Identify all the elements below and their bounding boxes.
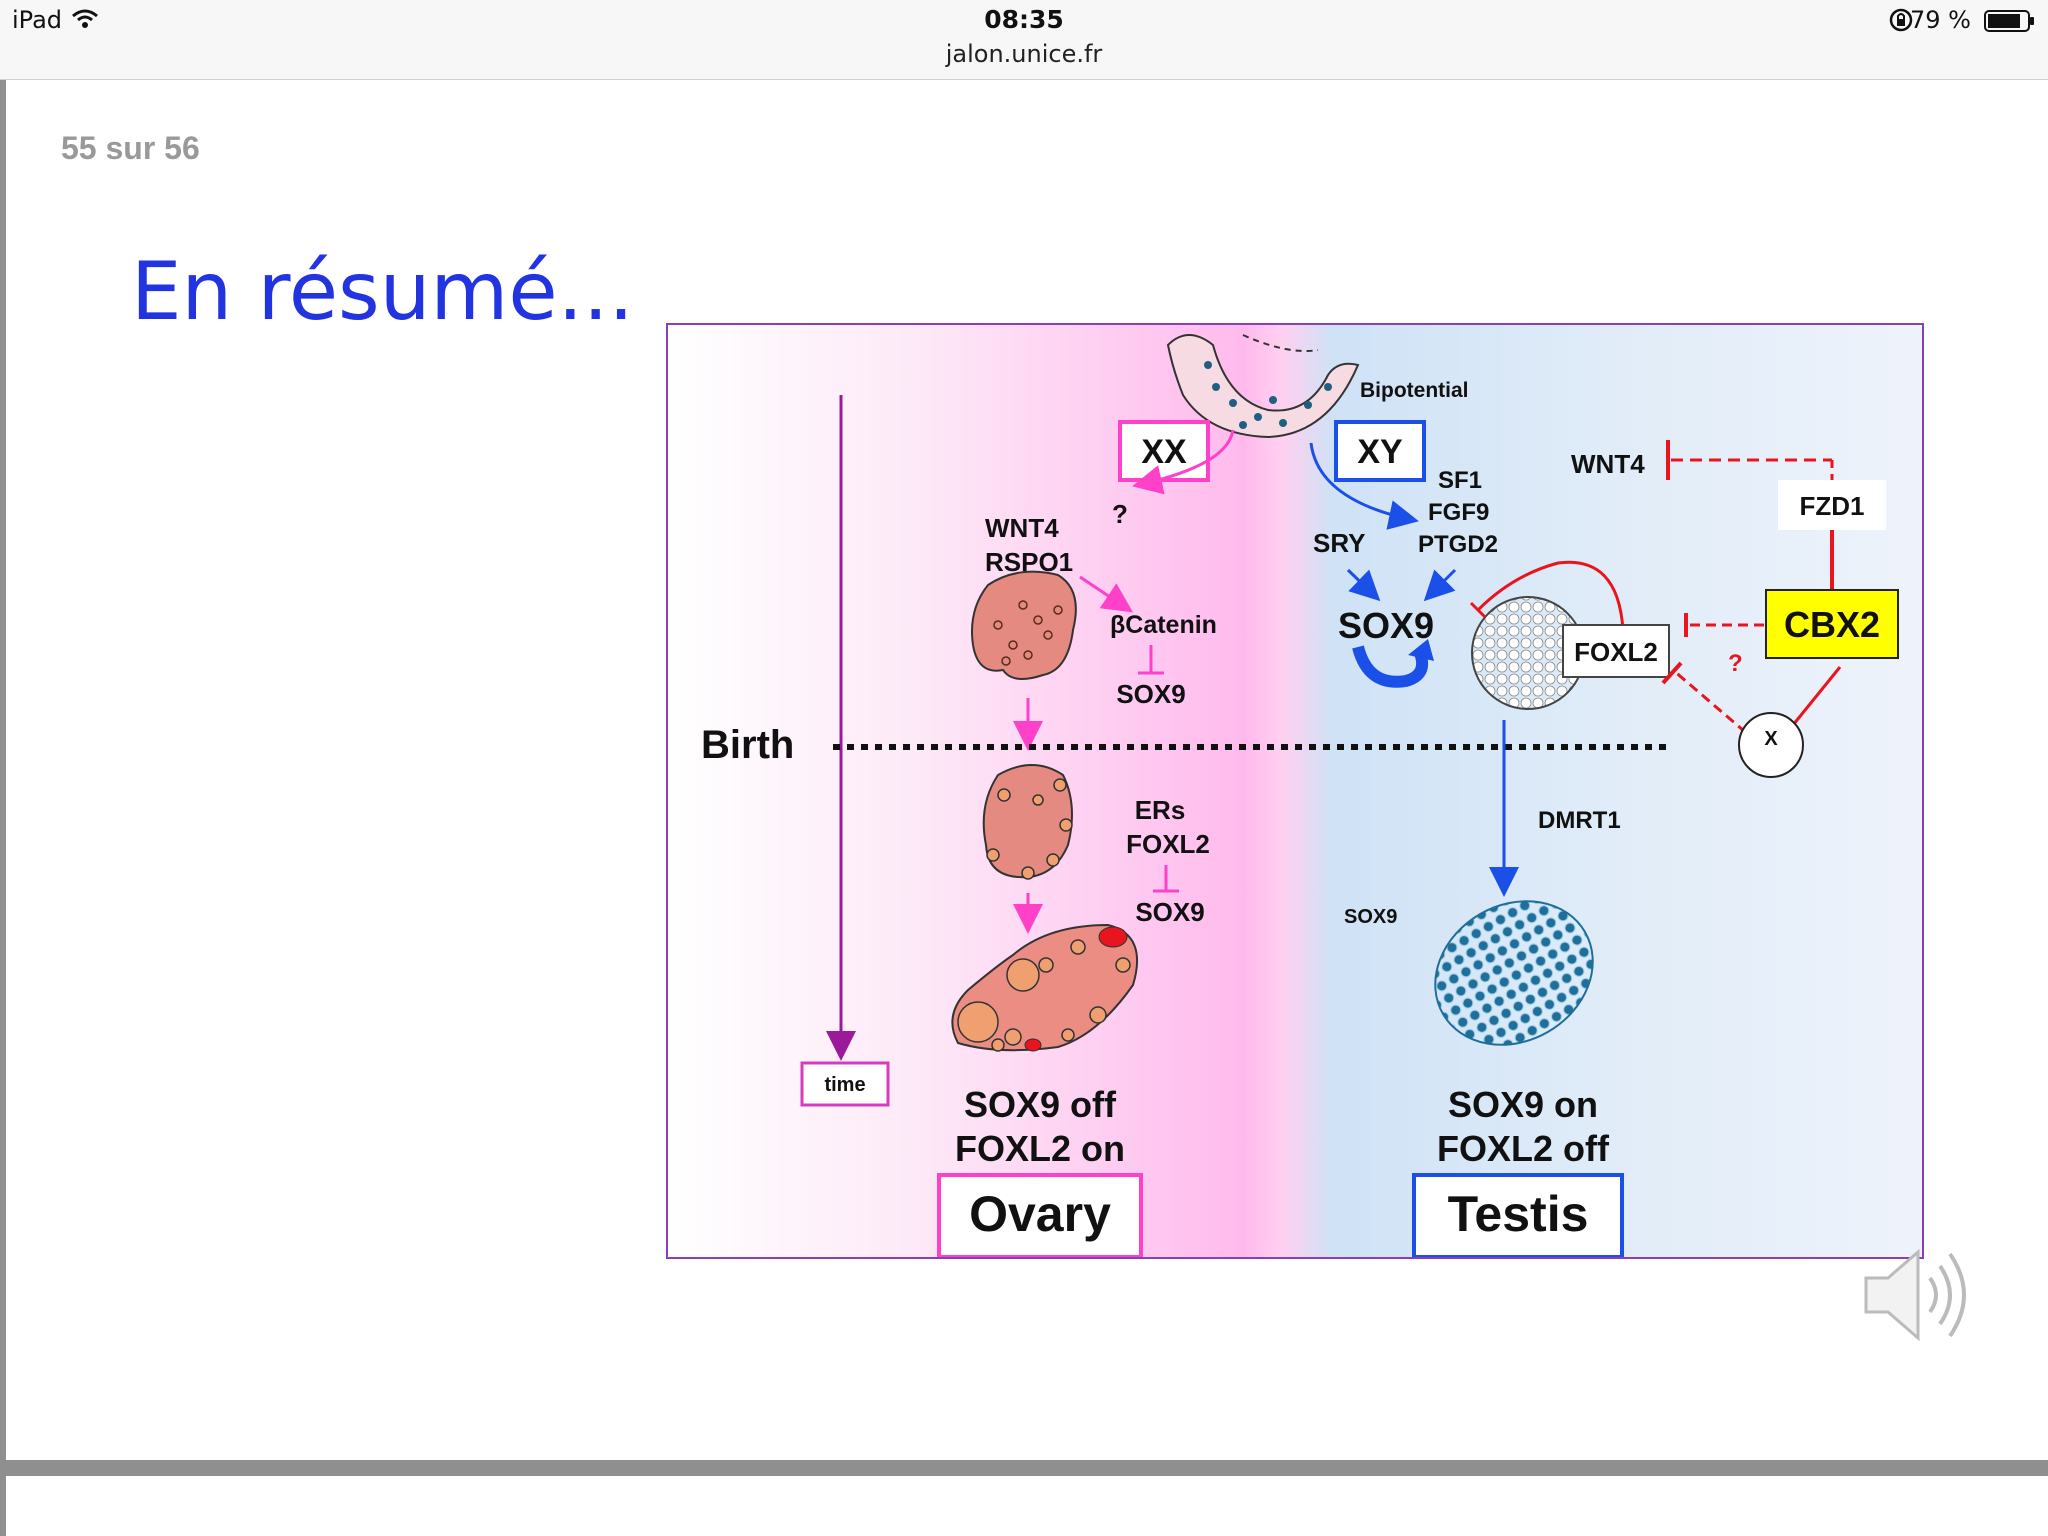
speaker-icon[interactable] (1856, 1240, 1976, 1350)
ovary-status-line1: SOX9 off (964, 1084, 1117, 1125)
question-mark-x: ? (1728, 650, 1743, 677)
ptgd2-label: PTGD2 (1418, 531, 1498, 558)
url-bar[interactable]: jalon.unice.fr (945, 40, 1103, 68)
wnt4-right-label: WNT4 (1571, 449, 1645, 479)
cbx2-label: CBX2 (1784, 604, 1880, 645)
birth-label: Birth (701, 723, 794, 767)
ovary-label: Ovary (969, 1186, 1111, 1242)
fzd1-label: FZD1 (1800, 491, 1865, 521)
wnt4-left-label: WNT4 (985, 513, 1059, 543)
x-factor-label: X (1764, 728, 1778, 750)
sox9-small-label: SOX9 (1344, 906, 1397, 928)
sox9-inhibited-2: SOX9 (1135, 897, 1204, 927)
testis-label: Testis (1448, 1186, 1589, 1242)
time-box (800, 1061, 890, 1107)
x-factor-circle (1738, 712, 1804, 778)
bipotential-gonad (1166, 334, 1360, 439)
sox9-center-label: SOX9 (1338, 605, 1434, 646)
cbx2-box (1765, 589, 1899, 659)
early-ovary (971, 570, 1077, 680)
time-label: time (824, 1074, 865, 1096)
ovary-status-line2: FOXL2 on (955, 1128, 1125, 1169)
slide-title: En résumé... (131, 245, 634, 338)
question-mark-xx: ? (1112, 499, 1128, 529)
sox9-autoregulation-arrow (1352, 645, 1429, 688)
foxl2-left-label: FOXL2 (1126, 829, 1210, 859)
dmrt1-label: DMRT1 (1538, 807, 1621, 834)
bipotential-label: Bipotential (1360, 379, 1469, 402)
next-page-preview (6, 1476, 2048, 1536)
mature-testis (1434, 900, 1594, 1046)
xx-label: XX (1141, 433, 1187, 471)
status-bar: iPad 08:35 jalon.unice.fr 79 % (0, 0, 2048, 80)
sex-determination-diagram: time Bipotential XX ? WNT4 RSPO1 βCateni… (666, 323, 1924, 1259)
clock: 08:35 (984, 5, 1064, 34)
sry-label: SRY (1313, 528, 1366, 558)
sox9-inhibited-1: SOX9 (1116, 679, 1185, 709)
device-name: iPad (12, 6, 63, 34)
ovary-box (937, 1173, 1143, 1257)
document-page: 55 sur 56 En résumé... (6, 80, 2048, 1460)
ers-label: ERs (1135, 795, 1186, 825)
foxl2-box (1562, 624, 1670, 678)
wifi-icon (72, 9, 98, 28)
fgf9-label: FGF9 (1428, 499, 1489, 526)
page-counter: 55 sur 56 (61, 130, 200, 166)
foxl2-box-label: FOXL2 (1574, 637, 1658, 667)
sf1-label: SF1 (1438, 467, 1482, 494)
xy-label: XY (1357, 433, 1403, 471)
rotation-lock-icon (1889, 8, 1913, 32)
battery-icon (1984, 10, 2034, 32)
xy-box (1334, 420, 1426, 482)
fzd1-box (1778, 480, 1886, 530)
battery-percentage: 79 % (1910, 6, 1971, 34)
testis-box (1412, 1173, 1624, 1257)
testis-status-line2: FOXL2 off (1437, 1128, 1610, 1169)
testis-status-line1: SOX9 on (1448, 1084, 1598, 1125)
bcatenin-label: βCatenin (1110, 611, 1217, 639)
